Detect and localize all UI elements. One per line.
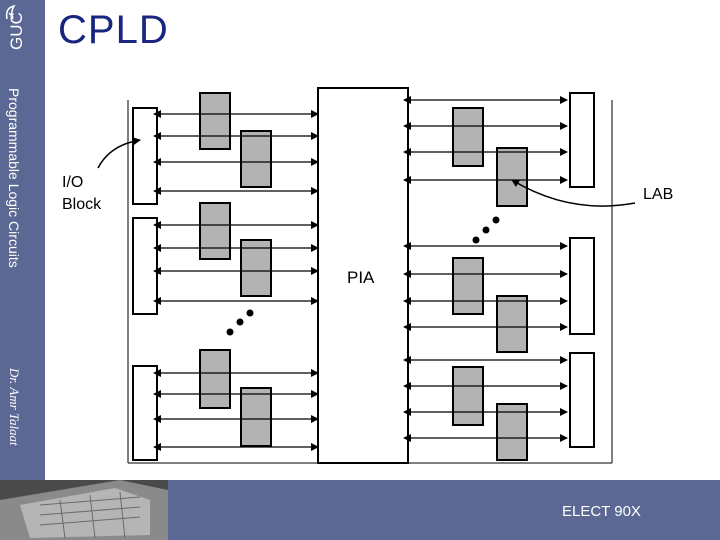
lab-label: LAB bbox=[643, 186, 673, 203]
pia-block bbox=[317, 87, 409, 464]
guc-logo: GUC bbox=[5, 4, 26, 50]
footer-bar: ELECT 90X bbox=[0, 480, 720, 540]
chip-photo bbox=[0, 480, 168, 540]
lab-block bbox=[496, 147, 528, 207]
io-block bbox=[569, 237, 595, 335]
author-label: Dr. Amr Talaat bbox=[7, 368, 22, 446]
io-block bbox=[132, 365, 158, 461]
lab-block bbox=[452, 257, 484, 315]
io-block bbox=[132, 107, 158, 205]
cpld-diagram: I/O Block LAB PIA bbox=[62, 87, 673, 464]
lab-block bbox=[199, 349, 231, 409]
svg-text:GUC: GUC bbox=[7, 12, 26, 50]
io-block bbox=[132, 217, 158, 315]
io-block bbox=[569, 92, 595, 188]
lab-block bbox=[452, 107, 484, 167]
subject-label: Programmable Logic Circuits bbox=[6, 88, 22, 268]
lab-block bbox=[496, 295, 528, 353]
lab-block bbox=[452, 366, 484, 426]
footer-course-label: ELECT 90X bbox=[562, 503, 641, 520]
pia-label: PIA bbox=[347, 268, 375, 287]
lab-block bbox=[199, 202, 231, 260]
io-label-line1: I/O bbox=[62, 174, 83, 191]
lab-block bbox=[199, 92, 231, 150]
sidebar: GUC Programmable Logic Circuits Dr. Amr … bbox=[0, 0, 45, 480]
lab-block bbox=[240, 387, 272, 447]
slide-title: CPLD bbox=[58, 8, 169, 52]
io-label-line2: Block bbox=[62, 196, 102, 213]
lab-block bbox=[240, 130, 272, 188]
io-block bbox=[569, 352, 595, 448]
